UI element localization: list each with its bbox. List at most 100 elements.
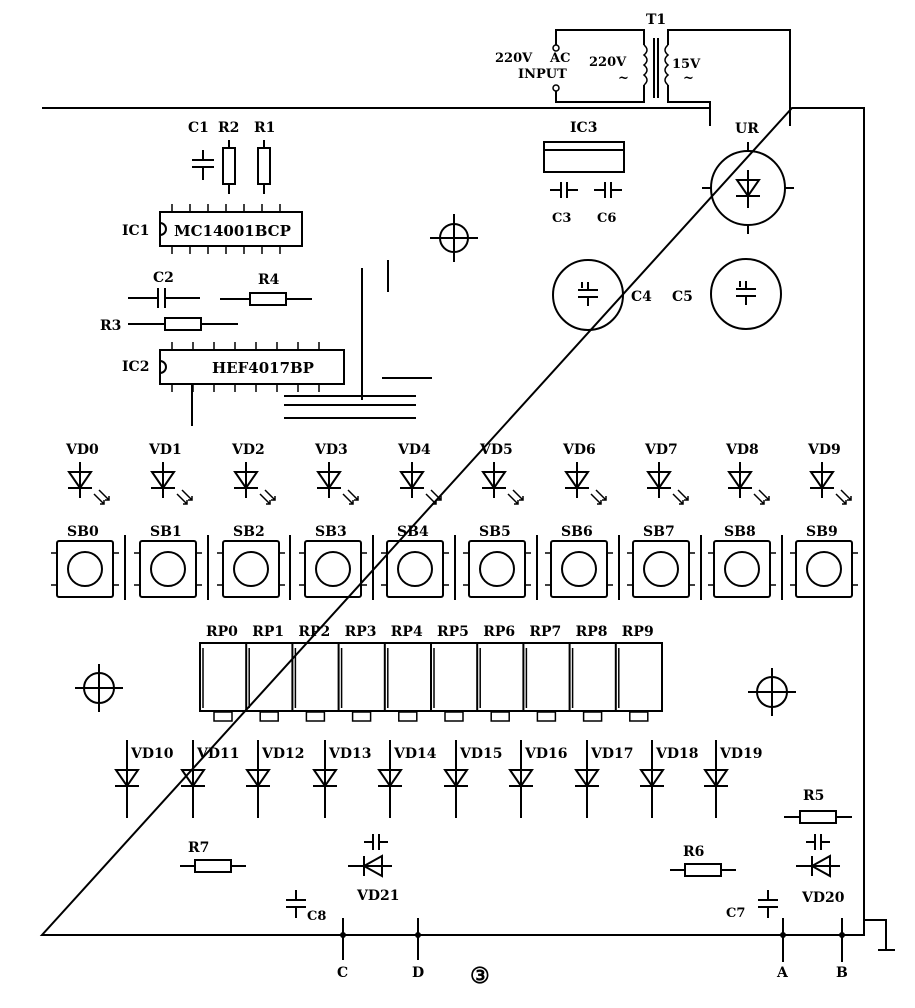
led-label-8: VD8 xyxy=(725,442,759,458)
c1-capacitor xyxy=(192,150,214,180)
led-0: VD0 xyxy=(65,442,110,505)
switch-3: SB3 xyxy=(299,524,367,598)
r3-resistor xyxy=(164,317,202,331)
c2-label: C2 xyxy=(153,270,174,286)
terminal-a-label: A xyxy=(776,965,789,981)
switch-1: SB1 xyxy=(134,524,202,598)
ground-symbol xyxy=(864,919,895,951)
led-3: VD3 xyxy=(314,442,359,505)
r2-label: R2 xyxy=(218,120,239,136)
c6-label: C6 xyxy=(597,211,616,226)
ur-bridge-rectifier: UR xyxy=(702,121,794,234)
diode-5: VD15 xyxy=(443,740,503,818)
diode-6: VD16 xyxy=(508,740,568,818)
switch-2: SB2 xyxy=(217,524,285,598)
diode-label-8: VD18 xyxy=(655,746,699,762)
diode-label-6: VD16 xyxy=(524,746,568,762)
ic1-chip xyxy=(159,211,303,247)
r7-resistor xyxy=(194,859,232,873)
ic1-label: IC1 xyxy=(122,223,149,239)
switch-label-6: SB6 xyxy=(561,524,593,540)
led-label-6: VD6 xyxy=(562,442,596,458)
led-1: VD1 xyxy=(148,442,193,505)
c5-electrolytic: C5 xyxy=(672,258,782,330)
c8-group: C8 xyxy=(286,890,326,924)
diode-label-3: VD13 xyxy=(328,746,372,762)
switch-label-8: SB8 xyxy=(724,524,756,540)
svg-text:~: ~ xyxy=(618,71,629,86)
terminal-b: B xyxy=(836,918,848,981)
switch-8: SB8 xyxy=(708,524,776,598)
pot-label-0: RP0 xyxy=(206,624,238,640)
diode-4: VD14 xyxy=(377,740,437,818)
ic3-group: IC3 C3 C6 xyxy=(543,120,625,226)
diode-label-1: VD11 xyxy=(196,746,240,762)
c4-electrolytic: C4 xyxy=(552,259,652,331)
mounting-hole-left xyxy=(75,664,123,712)
diode-label-7: VD17 xyxy=(590,746,634,762)
switch-0: SB0 xyxy=(51,524,119,598)
pot-9: RP9 xyxy=(614,624,654,722)
mounting-hole-top xyxy=(430,214,478,262)
pot-2: RP2 xyxy=(291,624,330,722)
led-label-2: VD2 xyxy=(231,442,265,458)
switch-label-3: SB3 xyxy=(315,524,347,540)
led-label-0: VD0 xyxy=(65,442,99,458)
primary-coil xyxy=(642,44,648,86)
vd21-label: VD21 xyxy=(356,888,400,904)
svg-text:~: ~ xyxy=(683,71,694,86)
led-label-5: VD5 xyxy=(479,442,513,458)
r6-group: R6 xyxy=(670,844,736,877)
led-4: VD4 xyxy=(397,442,442,505)
c1-label: C1 xyxy=(188,120,209,136)
led-8: VD8 xyxy=(725,442,770,505)
switch-6: SB6 xyxy=(545,524,613,598)
c8-label: C8 xyxy=(307,909,326,924)
pot-7: RP7 xyxy=(522,624,561,722)
transformer-t1: T1 220V AC INPUT 220V ~ 15V ~ xyxy=(495,12,791,126)
led-label-4: VD4 xyxy=(397,442,431,458)
switch-label-9: SB9 xyxy=(806,524,838,540)
pot-label-2: RP2 xyxy=(298,624,330,640)
switch-label-0: SB0 xyxy=(67,524,99,540)
pot-label-3: RP3 xyxy=(345,624,377,640)
jumper-wires xyxy=(284,260,432,419)
led-label-3: VD3 xyxy=(314,442,348,458)
c5-label: C5 xyxy=(672,289,693,305)
primary-voltage: 220V xyxy=(589,55,627,70)
led-5: VD5 xyxy=(479,442,524,505)
vd21-diode xyxy=(348,854,392,878)
vd20-group: VD20 xyxy=(796,834,845,906)
r4-resistor xyxy=(249,292,287,306)
vd21-capacitor xyxy=(364,834,388,850)
ic2-part: HEF4017BP xyxy=(212,359,314,377)
r2-resistor xyxy=(222,147,236,185)
diode-9: VD19 xyxy=(703,740,763,818)
terminal-d: D xyxy=(412,918,424,981)
c2-capacitor xyxy=(128,288,200,308)
ic1-group: C1 R2 R1 IC1 MC14001BCP xyxy=(122,120,303,254)
pot-label-7: RP7 xyxy=(529,624,561,640)
vd20-diode xyxy=(796,854,840,878)
r1-resistor xyxy=(257,147,271,185)
figure-number: ③ xyxy=(470,963,490,989)
pot-3: RP3 xyxy=(337,624,377,722)
c6-capacitor xyxy=(594,182,622,198)
r7-group: R7 xyxy=(180,840,246,873)
terminal-c-label: C xyxy=(337,965,348,981)
c4-label: C4 xyxy=(631,289,652,305)
switch-9: SB9 xyxy=(790,524,858,598)
r5-label: R5 xyxy=(803,788,824,804)
led-9: VD9 xyxy=(807,442,852,505)
r6-resistor xyxy=(684,863,722,877)
t1-label: T1 xyxy=(646,12,666,28)
diode-label-0: VD10 xyxy=(130,746,174,762)
ic2-group: IC2 HEF4017BP xyxy=(122,342,345,426)
c3-capacitor xyxy=(550,182,578,198)
pot-label-5: RP5 xyxy=(437,624,469,640)
led-label-1: VD1 xyxy=(148,442,182,458)
led-label-9: VD9 xyxy=(807,442,841,458)
